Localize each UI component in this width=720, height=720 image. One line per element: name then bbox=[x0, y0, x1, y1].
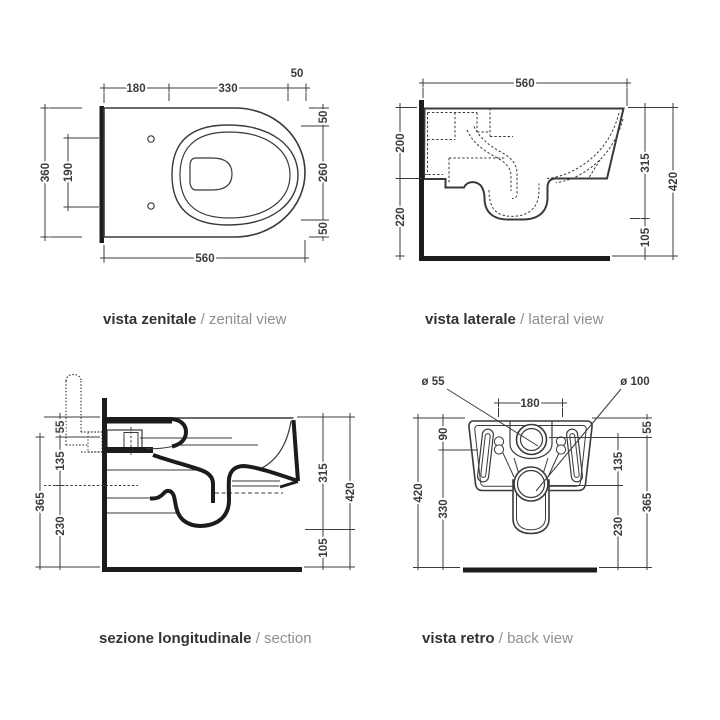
caption-italian: vista laterale bbox=[425, 311, 516, 328]
caption-separator: / bbox=[255, 630, 260, 647]
dim-label: 420 bbox=[668, 172, 680, 191]
caption-english: section bbox=[264, 630, 312, 647]
back-view-drawing: ø 55 ø 100 180 420 90 330 135 230 55 365 bbox=[411, 374, 656, 573]
dim-label: 315 bbox=[640, 153, 652, 173]
dim-label: 180 bbox=[126, 83, 145, 95]
section-view-drawing: 55 135 230 365 315 105 420 bbox=[33, 373, 359, 572]
wall-bar bbox=[99, 106, 104, 243]
water-supply-pipe-dotted bbox=[65, 373, 103, 453]
retro-dimension-lines bbox=[413, 398, 652, 570]
dim-label: 420 bbox=[345, 482, 357, 501]
dim-label: 330 bbox=[218, 83, 237, 95]
dim-label: 90 bbox=[438, 428, 450, 441]
dim-label: 190 bbox=[63, 163, 75, 182]
lateral-dimension-labels: 560 200 220 315 105 420 bbox=[393, 76, 682, 249]
dim-label: 50 bbox=[291, 68, 304, 80]
dim-label: 365 bbox=[642, 492, 654, 512]
dim-label-diameter: ø 100 bbox=[620, 376, 649, 388]
zenital-dimension-labels: 180 330 50 50 260 50 360 190 560 bbox=[38, 66, 332, 267]
dim-label: 135 bbox=[55, 451, 67, 471]
zenital-dimension-lines bbox=[40, 83, 329, 263]
dim-label: 50 bbox=[318, 222, 330, 235]
wall-and-floor bbox=[419, 100, 610, 261]
dim-label: 330 bbox=[438, 499, 450, 518]
water-inlet-circle bbox=[515, 423, 548, 456]
dim-label: 220 bbox=[395, 207, 407, 226]
retro-dimension-labels: ø 55 ø 100 180 420 90 330 135 230 55 365 bbox=[411, 374, 656, 538]
inlet-boss-and-funnel bbox=[502, 421, 560, 478]
zenital-view-drawing: 180 330 50 50 260 50 360 190 560 bbox=[38, 66, 332, 267]
dim-label: 105 bbox=[640, 227, 652, 247]
dim-label: 560 bbox=[515, 78, 534, 90]
section-thin-lines bbox=[106, 417, 294, 514]
caption-zenital-view: vista zenitale / zenital view bbox=[103, 311, 286, 328]
fixing-keyholes bbox=[493, 436, 567, 455]
toilet-top-outline bbox=[103, 107, 306, 238]
section-cut-ceramic bbox=[107, 417, 300, 528]
dim-label: 230 bbox=[613, 517, 625, 536]
section-dimension-lines bbox=[35, 413, 355, 570]
dim-label: 360 bbox=[40, 163, 52, 182]
dim-label-diameter: ø 55 bbox=[421, 376, 445, 388]
dim-label: 135 bbox=[613, 451, 625, 471]
caption-italian: vista zenitale bbox=[103, 311, 197, 328]
caption-english: zenital view bbox=[208, 311, 287, 328]
dim-label: 365 bbox=[35, 492, 47, 512]
caption-section-view: sezione longitudinale / section bbox=[99, 630, 312, 647]
caption-lateral-view: vista laterale / lateral view bbox=[425, 311, 603, 328]
fixing-slots bbox=[477, 428, 583, 483]
dim-label: 55 bbox=[55, 420, 67, 433]
hidden-internal-lines bbox=[424, 108, 624, 217]
dim-label: 105 bbox=[318, 538, 330, 558]
dim-label: 315 bbox=[318, 463, 330, 483]
leader-lines bbox=[446, 388, 622, 492]
caption-separator: / bbox=[520, 311, 525, 328]
caption-separator: / bbox=[200, 311, 205, 328]
caption-back-view: vista retro / back view bbox=[422, 630, 573, 647]
caption-english: back view bbox=[507, 630, 573, 647]
outlet-pipe bbox=[512, 466, 550, 535]
toilet-side-outline bbox=[422, 107, 625, 221]
section-dimension-labels: 55 135 230 365 315 105 420 bbox=[33, 418, 359, 560]
caption-english: lateral view bbox=[528, 311, 604, 328]
dim-label: 180 bbox=[520, 398, 539, 410]
dim-label: 230 bbox=[55, 516, 67, 535]
dim-label: 560 bbox=[195, 253, 214, 265]
lateral-view-drawing: 560 200 220 315 105 420 bbox=[393, 76, 682, 261]
dim-label: 55 bbox=[642, 421, 654, 434]
wall-and-floor bbox=[102, 398, 302, 572]
lateral-dimension-lines bbox=[395, 78, 678, 260]
dim-label: 50 bbox=[318, 111, 330, 124]
caption-italian: vista retro bbox=[422, 630, 495, 647]
floor-bar bbox=[463, 567, 597, 573]
dim-label: 420 bbox=[413, 483, 425, 502]
dim-label: 260 bbox=[318, 163, 330, 182]
caption-separator: / bbox=[498, 630, 503, 647]
caption-italian: sezione longitudinale bbox=[99, 630, 252, 647]
dim-label: 200 bbox=[395, 133, 407, 152]
